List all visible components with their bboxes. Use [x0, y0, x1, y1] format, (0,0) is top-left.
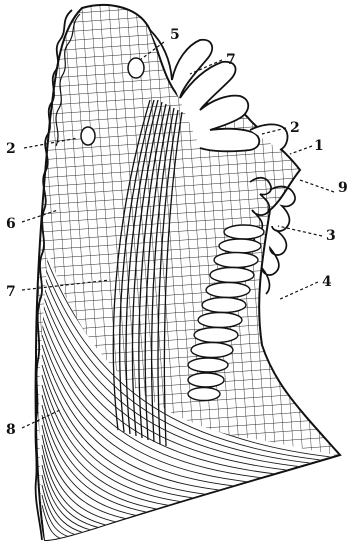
label-4: 4 [322, 274, 332, 290]
label-2-left: 2 [6, 141, 16, 157]
cyst-left [81, 127, 95, 145]
label-1: 1 [314, 138, 324, 154]
label-3: 3 [326, 228, 336, 244]
label-7-upper: 7 [226, 52, 236, 68]
label-9: 9 [338, 180, 348, 196]
label-8: 8 [6, 422, 16, 438]
label-5: 5 [170, 27, 180, 43]
label-6: 6 [6, 216, 16, 232]
cyst-top [128, 58, 144, 78]
label-7-lower: 7 [6, 284, 16, 300]
label-2-right: 2 [290, 120, 300, 136]
